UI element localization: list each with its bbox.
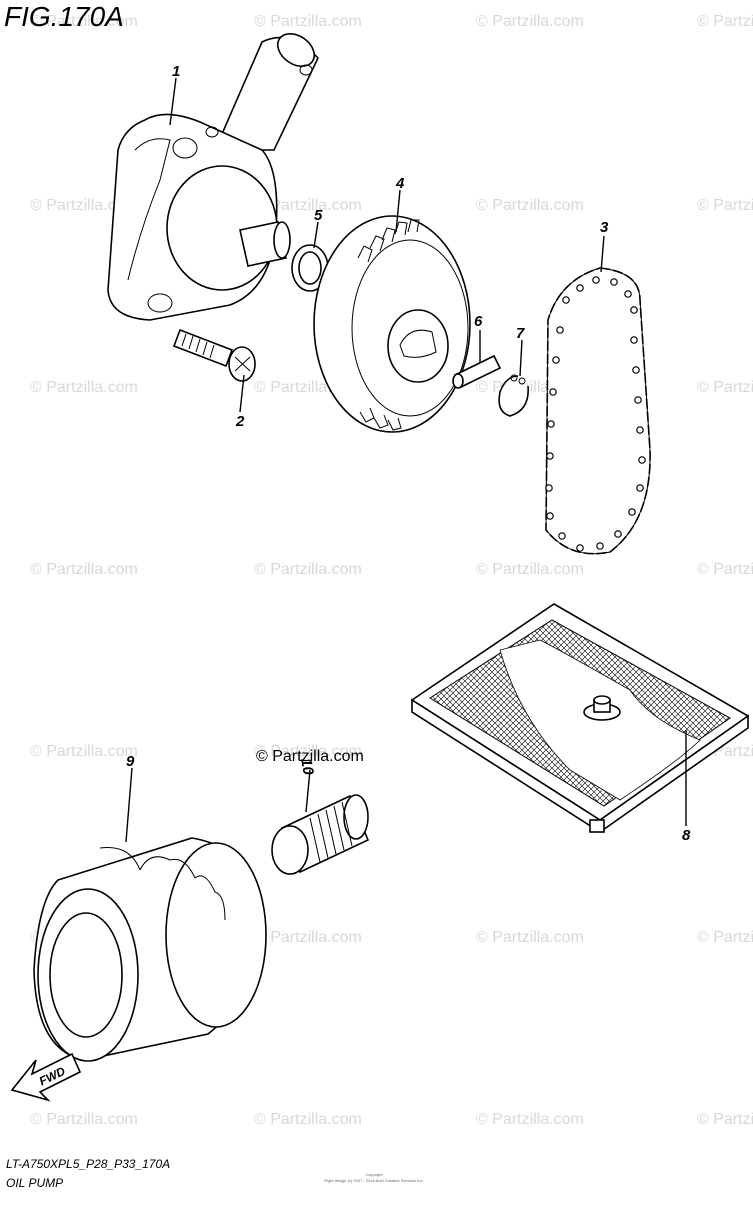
chain-rivet: [549, 388, 557, 396]
watermark: © Partzilla.com: [254, 197, 362, 214]
callout-1: 1: [172, 63, 180, 80]
footer-copyright-2: Right design (c) 2007 - 2018 Ariel Creat…: [324, 1178, 423, 1183]
watermark: © Partzilla.com: [476, 1111, 584, 1128]
watermark: © Partzilla.com: [697, 1111, 753, 1128]
footer-model: LT-A750XPL5_P28_P33_170A: [6, 1157, 170, 1171]
chain-links: [545, 276, 646, 552]
watermark: © Partzilla.com: [30, 743, 138, 760]
footer-section: OIL PUMP: [6, 1176, 63, 1190]
part-oil-filter[interactable]: [33, 837, 267, 1062]
watermark: © Partzilla.com: [697, 13, 753, 30]
part-union-bolt[interactable]: [271, 794, 370, 875]
chain-rivet: [547, 420, 555, 428]
chain-rivet: [630, 306, 638, 314]
part-oil-strainer[interactable]: [410, 603, 750, 833]
chain-rivet: [624, 290, 632, 298]
chain-rivet: [592, 276, 600, 284]
callout-9: 9: [126, 753, 135, 770]
part-pin[interactable]: [452, 354, 502, 389]
watermark: © Partzilla.com: [476, 13, 584, 30]
watermark: © Partzilla.com: [30, 561, 138, 578]
part-driven-sprocket[interactable]: [313, 215, 471, 433]
callout-2: 2: [235, 413, 245, 430]
callout-6: 6: [474, 313, 483, 330]
chain-rivet: [558, 532, 566, 540]
chain-rivet: [562, 296, 570, 304]
watermark: © Partzilla.com: [30, 13, 138, 30]
watermark: © Partzilla.com: [254, 561, 362, 578]
watermark: © Partzilla.com: [476, 929, 584, 946]
chain-rivet: [546, 512, 554, 520]
watermark: © Partzilla.com: [697, 379, 753, 396]
figure-title: FIG.170A: [4, 1, 124, 32]
watermark: © Partzilla.com: [697, 197, 753, 214]
callout-4: 4: [395, 175, 405, 192]
chain-rivet: [634, 396, 642, 404]
watermark: © Partzilla.com: [30, 379, 138, 396]
part-circlip[interactable]: [498, 374, 529, 417]
chain-rivet: [596, 542, 604, 550]
chain-rivet: [628, 508, 636, 516]
watermark: © Partzilla.com: [30, 197, 138, 214]
callout-labels: 1 2 3 4 5 6 7 8 9 10: [126, 63, 691, 844]
chain-rivet: [638, 456, 646, 464]
part-oil-pump-body[interactable]: [107, 27, 320, 321]
fwd-arrow: FWD: [10, 1052, 82, 1102]
chain-rivet: [556, 326, 564, 334]
chain-rivet: [632, 366, 640, 374]
chain-rivet: [610, 278, 618, 286]
callout-8: 8: [682, 827, 691, 844]
footer-copyright-1: Copyright: [365, 1172, 383, 1177]
watermark: © Partzilla.com: [254, 929, 362, 946]
chain-rivet: [545, 484, 553, 492]
callout-7: 7: [516, 325, 525, 342]
callout-3: 3: [600, 219, 609, 236]
watermark: © Partzilla.com: [476, 197, 584, 214]
watermark: © Partzilla.com: [254, 1111, 362, 1128]
chain-rivet: [636, 426, 644, 434]
chain-rivet: [614, 530, 622, 538]
watermark: © Partzilla.com: [30, 1111, 138, 1128]
chain-rivet: [576, 544, 584, 552]
callout-5: 5: [314, 207, 323, 224]
watermark: © Partzilla.com: [697, 929, 753, 946]
part-washer[interactable]: [291, 244, 329, 292]
watermark-layer: © Partzilla.com © Partzilla.com © Partzill…: [30, 13, 753, 1128]
chain-rivet: [546, 452, 554, 460]
watermark-main: © Partzilla.com: [256, 748, 364, 765]
watermark: © Partzilla.com: [476, 561, 584, 578]
chain-rivet: [636, 484, 644, 492]
chain-rivet: [630, 336, 638, 344]
part-bolt[interactable]: [172, 328, 256, 382]
callout-10: 10: [297, 757, 317, 777]
watermark: © Partzilla.com: [254, 743, 362, 760]
leader-lines: [125, 77, 687, 843]
chain-rivet: [576, 284, 584, 292]
watermark: © Partzilla.com: [697, 561, 753, 578]
part-drive-chain[interactable]: [545, 267, 651, 555]
chain-rivet: [552, 356, 560, 364]
watermark: © Partzilla.com: [254, 13, 362, 30]
